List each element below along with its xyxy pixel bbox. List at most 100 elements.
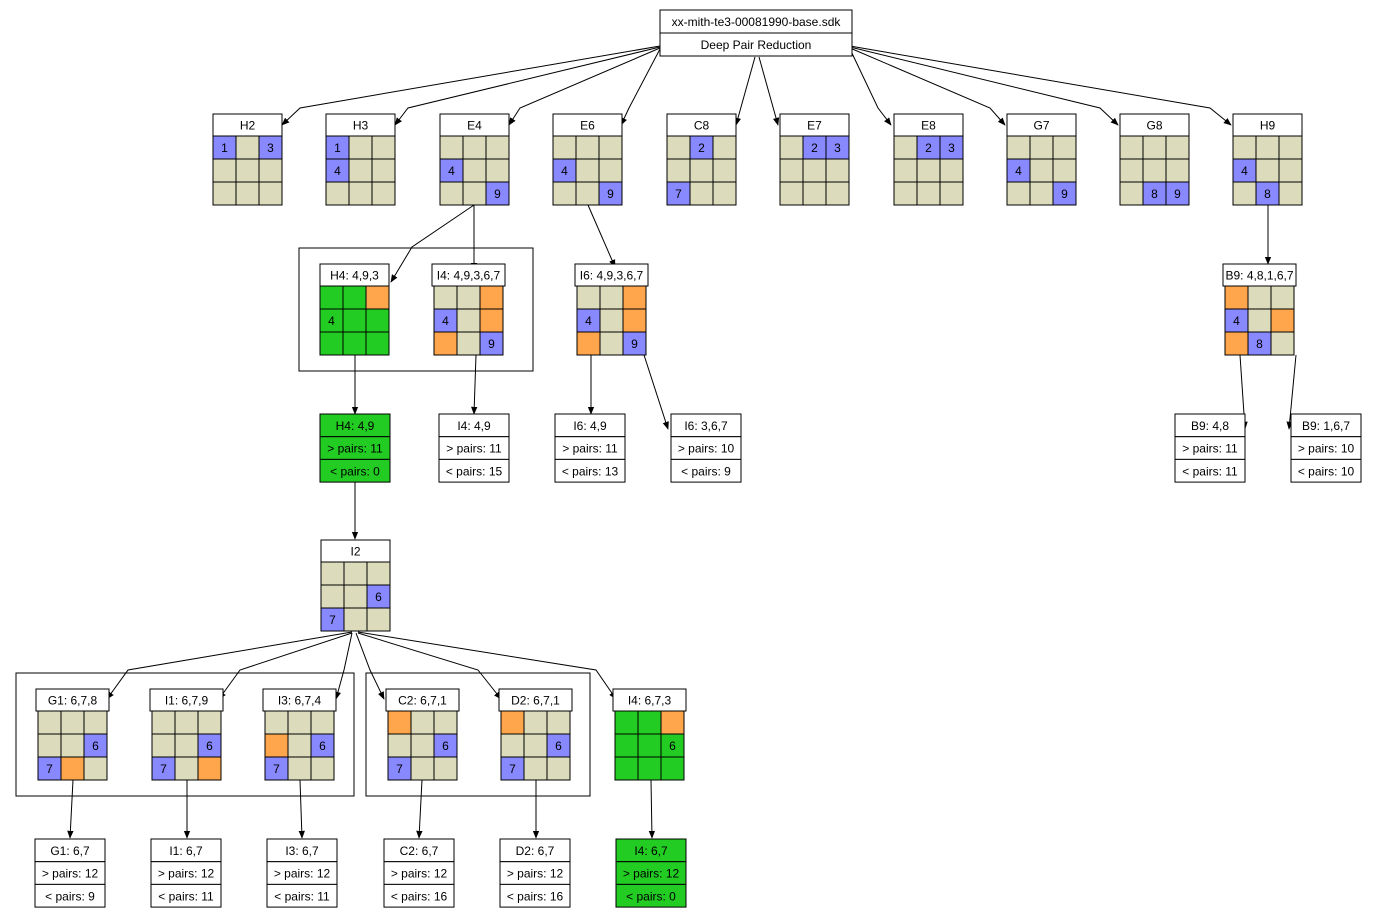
i2-cell [320, 561, 345, 586]
C8-cell-digit: 7 [675, 187, 682, 201]
E4-cell [462, 135, 487, 160]
H9-cell-digit: 8 [1264, 187, 1271, 201]
H9-cell [1278, 158, 1303, 183]
i1-cell [197, 710, 222, 735]
H2-cell [258, 158, 283, 183]
C8-cell [712, 181, 737, 206]
E4-cell [485, 135, 510, 160]
E7-cell [779, 158, 804, 183]
i4-pairs-line: < pairs: 15 [446, 464, 503, 478]
i4b-node: I4: 6,7,3 6 [612, 688, 687, 781]
g1-cell [37, 733, 62, 758]
E8-cell-digit: 2 [925, 141, 932, 155]
c2-title: C2: 6,7,1 [398, 694, 447, 708]
i4-title: I4: 4,9,3,6,7 [437, 269, 501, 283]
G7-cell [1029, 135, 1054, 160]
C8-cell-digit: 2 [698, 141, 705, 155]
cluster-layer [15, 247, 591, 797]
i6-title: I6: 4,9,3,6,7 [580, 269, 644, 283]
C8-cell [712, 135, 737, 160]
E4-cell [462, 158, 487, 183]
i4-pairs-line: I4: 4,9 [457, 419, 491, 433]
g1-cell [60, 733, 85, 758]
i4-cell [433, 331, 458, 356]
d2-cell [523, 710, 548, 735]
h4-pairs-line: H4: 4,9 [336, 419, 375, 433]
i4-cell-digit: 4 [442, 314, 449, 328]
G8-cell [1165, 181, 1190, 206]
d2-title: D2: 6,7,1 [511, 694, 560, 708]
E8-cell [893, 181, 918, 206]
i4b-cell [637, 710, 662, 735]
i1-node: I1: 6,7,967 [149, 688, 224, 781]
edge-root-to-cell-8 [849, 47, 1006, 126]
b9-cell [1270, 331, 1295, 356]
H2-title: H2 [240, 119, 256, 133]
E7-title: E7 [807, 119, 822, 133]
E7-cell-digit: 2 [811, 141, 818, 155]
edge-e6-to-i6 [587, 204, 616, 268]
g1-cell [60, 710, 85, 735]
g1-pairs-line: > pairs: 12 [42, 867, 99, 881]
cluster-i2-right [365, 672, 591, 797]
i4b-cell-digit: 6 [669, 739, 676, 753]
i3-cell [264, 710, 289, 735]
i4-pairs-row [438, 458, 510, 483]
c2-cell [387, 710, 412, 735]
i2-cell [366, 607, 391, 632]
i3-pairs-line: I3: 6,7 [285, 844, 319, 858]
b9-node: B9: 4,8,1,6,748 [1222, 263, 1297, 356]
i4-cell [479, 285, 504, 310]
H9-cell [1278, 181, 1303, 206]
H2-cell [235, 181, 260, 206]
i1-cell [151, 733, 176, 758]
G8-cell-digit: 8 [1151, 187, 1158, 201]
b9a-pairs-line: > pairs: 11 [1182, 442, 1238, 456]
i6-cell [599, 331, 624, 356]
edge-b9-to-pairs-b [1286, 354, 1297, 430]
i6b-pairs-line: < pairs: 9 [681, 464, 731, 478]
i6-cell [576, 331, 601, 356]
E4-title: E4 [467, 119, 482, 133]
i6a-pairs-line: > pairs: 11 [562, 442, 618, 456]
h4-cell [365, 331, 390, 356]
edge-i2-to-child-5 [357, 632, 502, 700]
i6b-pairs-row [670, 458, 742, 483]
i1-pairs-line: I1: 6,7 [169, 844, 203, 858]
d2-cell [500, 710, 525, 735]
b9-cell-digit: 4 [1233, 314, 1240, 328]
cluster-e4 [298, 247, 534, 372]
i4b-cell [660, 710, 685, 735]
H3-cell [371, 181, 396, 206]
i6b-pairs-line: > pairs: 10 [678, 442, 735, 456]
G7-cell [1052, 135, 1077, 160]
E8-cell [916, 181, 941, 206]
i6-cell [622, 285, 647, 310]
h4-cell [342, 331, 367, 356]
G8-cell [1142, 158, 1167, 183]
c2-pairs-line: > pairs: 12 [391, 867, 448, 881]
i3-node: I3: 6,7,467 [262, 688, 337, 781]
g1-pairs-row [34, 883, 106, 908]
i1-cell-digit: 7 [160, 762, 167, 776]
c2-cell [433, 756, 458, 781]
H9-cell [1278, 135, 1303, 160]
d2-cell [546, 756, 571, 781]
i4-cell [479, 308, 504, 333]
d2-pairs-line: < pairs: 16 [507, 889, 564, 903]
g1-pairs-box: G1: 6,7> pairs: 12< pairs: 9 [34, 838, 106, 908]
i4b-pairs-line: > pairs: 12 [623, 867, 680, 881]
i4b-title: I4: 6,7,3 [628, 694, 672, 708]
G7-cell [1029, 181, 1054, 206]
b9a-pairs-row [1174, 458, 1246, 483]
i6-cell [622, 331, 647, 356]
i1-cell [174, 733, 199, 758]
E4-cell [485, 158, 510, 183]
i4-cell [456, 331, 481, 356]
i4-cell [479, 331, 504, 356]
C8-cell [689, 181, 714, 206]
g1-node: G1: 6,7,867 [35, 688, 110, 781]
E8-title: E8 [921, 119, 936, 133]
